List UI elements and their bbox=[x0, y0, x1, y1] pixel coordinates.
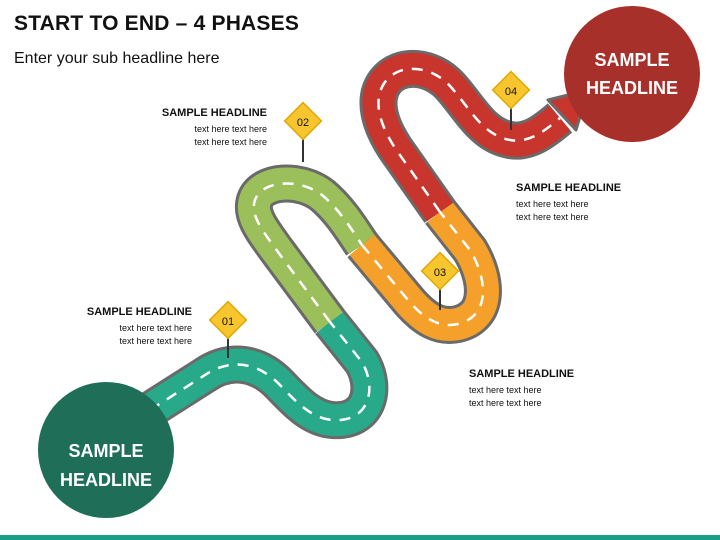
phase-4-text-line2: text here text here bbox=[516, 212, 589, 222]
end-circle-line1: SAMPLE bbox=[594, 50, 669, 70]
phase-2-label: SAMPLE HEADLINE text here text here text… bbox=[162, 107, 267, 147]
phase-1-label: SAMPLE HEADLINE text here text here text… bbox=[87, 306, 192, 346]
road-dashes-phase-1 bbox=[149, 321, 371, 422]
end-circle-line2: HEADLINE bbox=[586, 78, 678, 98]
phase-4-sign: 04 bbox=[491, 70, 531, 130]
phase-4-heading: SAMPLE HEADLINE bbox=[516, 182, 621, 194]
road-dashes-phase-2 bbox=[252, 182, 364, 323]
phase-2-text-line2: text here text here bbox=[194, 137, 267, 147]
phase-3-label: SAMPLE HEADLINE text here text here text… bbox=[469, 368, 574, 408]
phase-3-number: 03 bbox=[434, 267, 446, 279]
phase-1-number: 01 bbox=[222, 316, 234, 328]
phase-1-heading: SAMPLE HEADLINE bbox=[87, 306, 192, 318]
phase-3-text-line1: text here text here bbox=[469, 385, 542, 395]
phase-4-text-line1: text here text here bbox=[516, 199, 589, 209]
phase-4-number: 04 bbox=[505, 86, 517, 98]
phase-1-text-line1: text here text here bbox=[119, 323, 192, 333]
start-circle-line2: HEADLINE bbox=[60, 470, 152, 490]
phase-1-sign: 01 bbox=[208, 300, 248, 358]
phase-4-label: SAMPLE HEADLINE text here text here text… bbox=[516, 182, 621, 222]
start-circle-line1: SAMPLE bbox=[68, 441, 143, 461]
phase-1-text-line2: text here text here bbox=[119, 336, 192, 346]
phase-3-text-line2: text here text here bbox=[469, 398, 542, 408]
phase-2-sign: 02 bbox=[283, 101, 323, 162]
phase-3-sign: 03 bbox=[420, 251, 460, 310]
phase-3-heading: SAMPLE HEADLINE bbox=[469, 368, 574, 380]
page-title: START TO END – 4 PHASES bbox=[14, 12, 300, 35]
road-dashes-phase-4 bbox=[377, 67, 561, 213]
start-circle: SAMPLE HEADLINE bbox=[38, 382, 174, 518]
footer-bar bbox=[0, 535, 720, 540]
phase-2-heading: SAMPLE HEADLINE bbox=[162, 107, 267, 119]
end-circle: SAMPLE HEADLINE bbox=[564, 6, 700, 142]
road-dashes-phase-3 bbox=[361, 211, 485, 327]
page-subtitle: Enter your sub headline here bbox=[14, 50, 220, 67]
phase-2-text-line1: text here text here bbox=[194, 124, 267, 134]
phase-2-number: 02 bbox=[297, 117, 309, 129]
